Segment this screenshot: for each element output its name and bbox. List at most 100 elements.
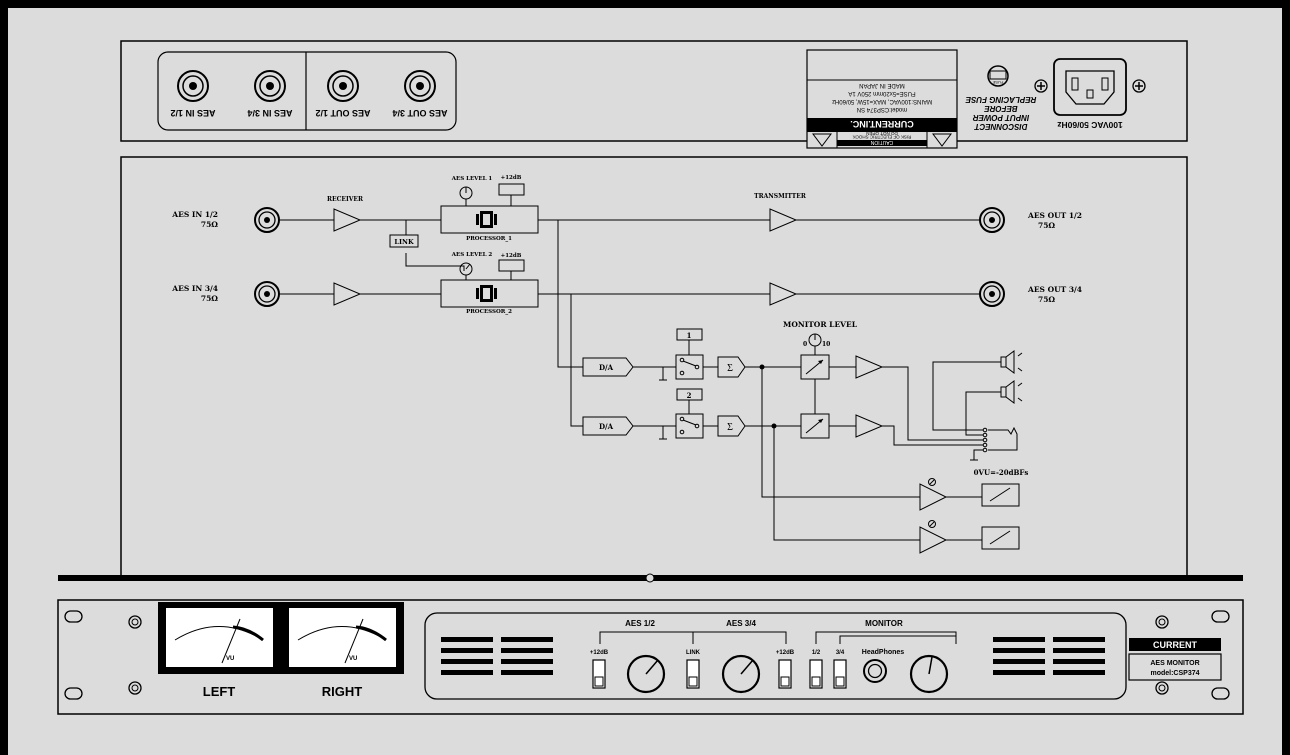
screw-right-top-icon <box>1155 615 1169 629</box>
iec-screw-right-icon <box>1132 79 1146 93</box>
screw-right-bottom-icon <box>1155 681 1169 695</box>
model-badge <box>1128 653 1222 681</box>
meter-2-box <box>981 526 1020 550</box>
exclamation-warning-icon <box>812 133 832 147</box>
transmitter-2-amp-icon <box>769 282 798 306</box>
plus12-left-label: +12dB <box>590 650 609 656</box>
processor-2-chip-icon <box>476 285 497 302</box>
disconnect-line-4: REPLACING FUSE <box>965 95 1036 104</box>
monitor-amp-2-icon <box>855 414 884 438</box>
brand-badge <box>1129 638 1221 651</box>
shock-warning-icon <box>932 133 952 147</box>
speaker-2-icon <box>1000 380 1023 404</box>
rear-aes-in-34-label: AES IN 3/4 <box>247 108 292 118</box>
selector-1-label: 1 <box>687 331 692 340</box>
vu-meter-right: VU <box>281 602 404 674</box>
rear-aes-in-12-label: AES IN 1/2 <box>170 108 215 118</box>
aes12-section-label: AES 1/2 <box>625 619 655 628</box>
vent-grille-left <box>441 637 553 675</box>
monitor-level-label: MONITOR LEVEL <box>783 320 858 329</box>
processor-2-label: PROCESSOR_2 <box>466 309 512 315</box>
aes12-level-knob[interactable] <box>626 654 666 694</box>
rack-slot-top-right-icon <box>1211 610 1230 623</box>
disconnect-line-3: BEFORE <box>984 104 1018 113</box>
transmitter-label: TRANSMITTER <box>754 193 807 200</box>
rear-aes-out-12-connector <box>327 70 359 102</box>
meter-1-box <box>981 483 1020 507</box>
disconnect-line-1: DISCONNECT <box>973 122 1027 131</box>
receiver-2-amp-icon <box>333 282 362 306</box>
out-34-bnc-icon <box>979 281 1005 307</box>
link-switch[interactable] <box>686 659 700 689</box>
rear-label-line-4: model:CSP374 SN <box>857 106 907 112</box>
monitor-level-max: 10 <box>822 341 830 348</box>
fuse-label: FUSE <box>992 80 1003 85</box>
vu-left-unit: VU <box>226 656 234 662</box>
vu-meter-left: VU <box>158 602 281 674</box>
front-panel: VU VU LEFT RIGHT AES 1/2 AES 3/4 MONITOR… <box>57 599 1244 715</box>
monitor-level-knob[interactable] <box>909 654 949 694</box>
in-12-label: AES IN 1/2 <box>171 210 218 219</box>
csp374-panel-drawing: AES IN 1/2 AES IN 3/4 AES OUT 1/2 AES OU… <box>57 40 1244 715</box>
divider-center-mark <box>645 573 655 583</box>
disconnect-line-2: INPUT POWER <box>973 113 1030 122</box>
page: AES IN 1/2 AES IN 3/4 AES OUT 1/2 AES OU… <box>8 8 1282 755</box>
rear-aes-out-34-label: AES OUT 3/4 <box>392 108 447 118</box>
plus12-left-switch[interactable] <box>592 659 606 689</box>
out-34-label: AES OUT 3/4 <box>1027 285 1082 294</box>
out-34-impedance: 75Ω <box>1038 295 1055 304</box>
caution-line-2: DO NOT OPEN <box>866 131 897 136</box>
rack-slot-bottom-right-icon <box>1211 687 1230 700</box>
plus12-right-switch[interactable] <box>778 659 792 689</box>
plus12-right-label: +12dB <box>776 650 795 656</box>
link-switch-label: LINK <box>686 650 701 656</box>
sel34-switch[interactable] <box>833 659 847 689</box>
rack-slot-top-left-icon <box>64 610 83 623</box>
rear-aes-in-12-connector <box>177 70 209 102</box>
brand-label: CURRENT <box>1153 640 1198 650</box>
control-section-frame <box>424 612 1127 700</box>
headphone-jack-icon <box>982 426 1018 453</box>
fuse-holder-icon: FUSE <box>987 65 1009 87</box>
da-1-box <box>582 357 634 377</box>
power-rating-label: 100VAC 50/60Hz <box>1057 120 1123 130</box>
iec-screw-left-icon <box>1034 79 1048 93</box>
rear-panel: AES IN 1/2 AES IN 3/4 AES OUT 1/2 AES OU… <box>120 40 1188 149</box>
model-name-label: AES MONITOR <box>1150 660 1199 667</box>
rear-aes-in-34-connector <box>254 70 286 102</box>
vent-grille-right <box>993 637 1105 675</box>
rear-rating-label: CURRENT.INC. model:CSP374 SN MAINS:100VA… <box>806 49 958 149</box>
in-34-impedance: 75Ω <box>201 294 218 303</box>
sel12-label: 1/2 <box>812 650 821 656</box>
in-12-bnc-icon <box>254 207 280 233</box>
monitor-section-label: MONITOR <box>865 619 903 628</box>
aes34-level-knob[interactable] <box>721 654 761 694</box>
out-12-bnc-icon <box>979 207 1005 233</box>
screw-left-bottom-icon <box>128 681 142 695</box>
processor-1-chip-icon <box>476 211 497 228</box>
sum-1-box <box>717 356 746 378</box>
vu-right-label: RIGHT <box>322 684 363 699</box>
rear-disconnect-warning: DISCONNECT INPUT POWER BEFORE REPLACING … <box>965 95 1036 131</box>
aes-level-2-label: AES LEVEL 2 <box>451 252 493 258</box>
zero-vu-label: 0VU=-20dBFs <box>974 468 1029 477</box>
selector-1-switch-icon <box>679 357 700 376</box>
da-2-box <box>582 416 634 436</box>
selector-2-label: 2 <box>687 391 692 400</box>
vu-left-label: LEFT <box>203 684 236 699</box>
meter-amp-2-icon <box>919 526 948 554</box>
sel12-switch[interactable] <box>809 659 823 689</box>
rear-label-line-2: FUSE=5x20mm 250V 1A <box>848 90 915 96</box>
receiver-label: RECEIVER <box>327 196 364 203</box>
aes34-section-label: AES 3/4 <box>726 619 756 628</box>
monitor-level-min: 0 <box>803 341 807 348</box>
meter-trim-2-icon <box>928 520 936 528</box>
rear-label-line-3: MAINS:100VAC, MAX=15W, 50/60Hz <box>832 98 932 104</box>
speaker-1-icon <box>1000 350 1023 374</box>
sum-2-label: Σ <box>727 422 733 433</box>
receiver-1-amp-icon <box>333 208 362 232</box>
rack-slot-bottom-left-icon <box>64 687 83 700</box>
headphone-jack[interactable] <box>863 659 887 683</box>
iec-power-inlet-icon <box>1053 58 1127 116</box>
